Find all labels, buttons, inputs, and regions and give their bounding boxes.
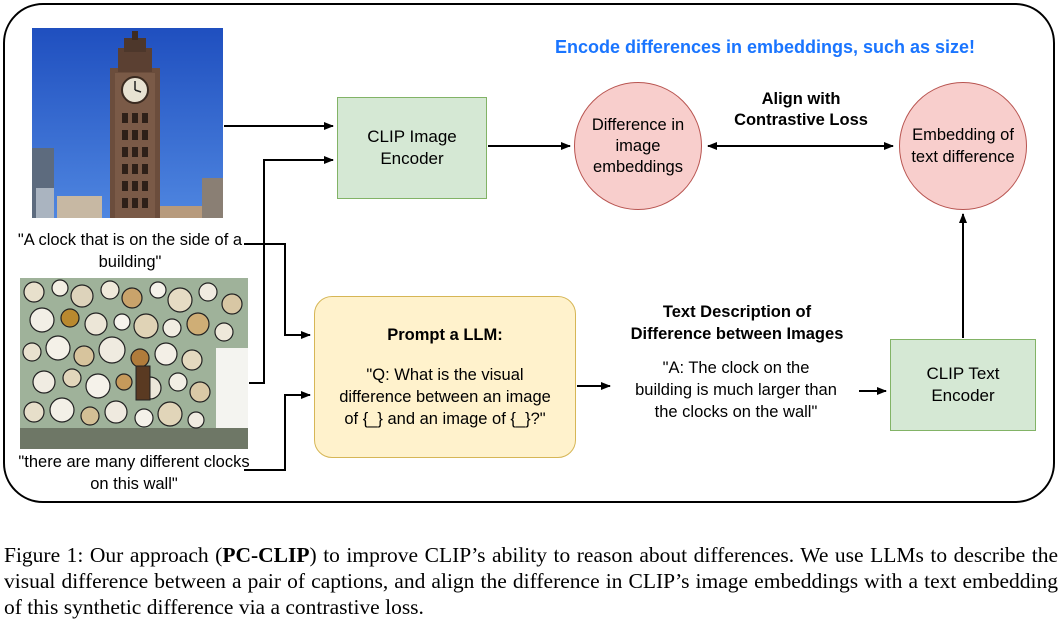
clip-image-encoder: CLIP Image Encoder: [337, 97, 487, 199]
text-desc-line2: Difference between Images: [630, 325, 844, 343]
prompt-line1: "Q: What is the visual: [366, 366, 524, 384]
top-image-caption: "A clock that is on the side of a buildi…: [17, 231, 243, 271]
arrow-bottom-image-to-image-encoder: [249, 156, 334, 384]
embedding-of-text-difference: Embedding of text difference: [899, 82, 1027, 210]
embed-text-line2: text difference: [911, 148, 1015, 166]
align-label-line2: Contrastive Loss: [734, 111, 868, 129]
align-contrastive-label: Align with Contrastive Loss: [714, 89, 888, 131]
difference-in-image-embeddings: Difference in image embeddings: [574, 82, 702, 210]
answer-line2: building is much larger than: [635, 381, 837, 399]
clip-text-encoder: CLIP Text Encoder: [890, 339, 1036, 431]
caption-method-name: PC-CLIP: [222, 543, 310, 567]
prompt-llm-box: Prompt a LLM: "Q: What is the visual dif…: [314, 296, 576, 458]
prompt-line3: of {_} and an image of {_}?": [344, 410, 546, 428]
arrow-bottom-caption-to-prompt: [244, 391, 311, 471]
text-description-label: Text Description of Difference between I…: [600, 301, 874, 345]
wall-of-clocks-photo: [20, 278, 248, 449]
llm-answer-text: "A: The clock on the building is much la…: [614, 357, 858, 423]
clip-text-encoder-line1: CLIP Text: [926, 364, 1000, 383]
answer-line1: "A: The clock on the: [662, 359, 810, 377]
clip-text-encoder-line2: Encoder: [931, 386, 995, 405]
diff-image-line3: embeddings: [593, 157, 683, 176]
text-desc-line1: Text Description of: [662, 303, 812, 321]
figure-caption: Figure 1: Our approach (PC-CLIP) to impr…: [4, 542, 1058, 620]
bottom-image-caption: "there are many different clocks on this…: [18, 453, 250, 493]
diff-image-line2: image: [615, 136, 661, 155]
prompt-line2: difference between an image: [339, 388, 551, 406]
caption-prefix: Figure 1: Our approach (: [4, 543, 223, 567]
clip-image-encoder-line2: Encoder: [380, 149, 444, 168]
prompt-title: Prompt a LLM:: [387, 326, 503, 344]
caption-suffix: ) to improve CLIP’s ability to reason ab…: [4, 543, 1059, 619]
diagram-frame: [3, 3, 1055, 503]
answer-line3: the clocks on the wall": [654, 403, 818, 421]
diagram-headline: Encode differences in embeddings, such a…: [554, 37, 976, 57]
clock-tower-photo: [32, 28, 223, 218]
diff-image-line1: Difference in: [591, 115, 685, 134]
embed-text-line1: Embedding of: [912, 126, 1014, 144]
clip-image-encoder-line1: CLIP Image: [367, 127, 457, 146]
align-label-line1: Align with: [761, 90, 841, 108]
arrow-top-caption-to-prompt: [244, 243, 311, 339]
